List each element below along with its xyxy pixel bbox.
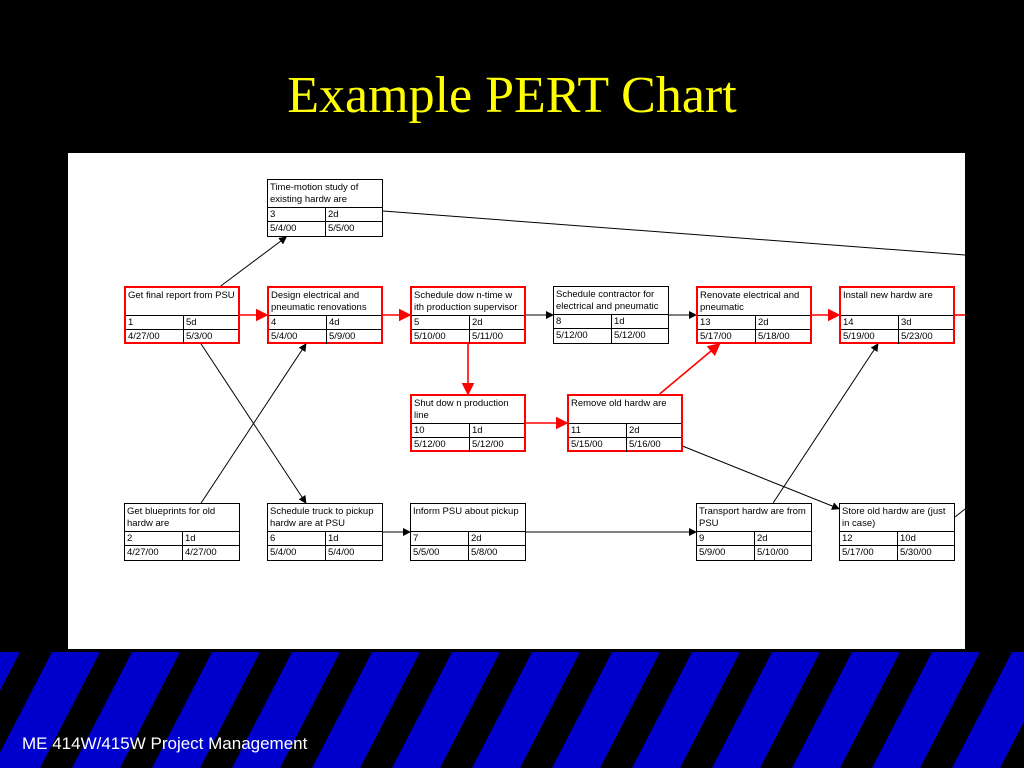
task-node-5[interactable]: Schedule dow n-time w ith production sup…: [410, 286, 526, 344]
task-node-2[interactable]: Get blueprints for old hardw are 2 1d 4/…: [124, 503, 240, 561]
task-start: 5/4/00: [269, 330, 327, 344]
task-id: 4: [269, 316, 327, 330]
footer-course-label: ME 414W/415W Project Management: [22, 734, 308, 753]
task-start: 5/4/00: [268, 546, 326, 560]
dependency-arrow-t9-t14: [772, 343, 879, 504]
task-start: 5/17/00: [840, 546, 898, 560]
task-finish: 5/8/00: [471, 547, 498, 558]
task-duration: 2d: [469, 532, 525, 546]
task-finish: 5/16/00: [629, 439, 661, 450]
task-duration: 2d: [326, 208, 382, 222]
task-name: Install new hardw are: [841, 288, 953, 316]
task-start: 5/19/00: [841, 330, 899, 344]
task-id: 2: [125, 532, 183, 546]
task-node-7[interactable]: Inform PSU about pickup 7 2d 5/5/00 5/8/…: [410, 503, 526, 561]
task-finish: 5/12/00: [614, 330, 646, 341]
dependency-arrow-t2-t4: [200, 343, 307, 504]
task-finish: 5/5/00: [328, 223, 355, 234]
task-start: 5/5/00: [411, 546, 469, 560]
task-duration: 2d: [756, 316, 810, 330]
task-start: 4/27/00: [125, 546, 183, 560]
task-duration: 3d: [899, 316, 953, 330]
task-duration: 4d: [327, 316, 381, 330]
task-name: Transport hardw are from PSU: [697, 504, 811, 532]
task-id: 12: [840, 532, 898, 546]
task-start: 5/9/00: [697, 546, 755, 560]
task-node-12[interactable]: Store old hardw are (just in case) 12 10…: [839, 503, 955, 561]
slide-title: Example PERT Chart: [287, 67, 737, 124]
task-name: Inform PSU about pickup: [411, 504, 525, 532]
task-name: Get blueprints for old hardw are: [125, 504, 239, 532]
task-id: 9: [697, 532, 755, 546]
task-duration: 2d: [470, 316, 524, 330]
task-duration: 1d: [326, 532, 382, 546]
task-id: 8: [554, 315, 612, 329]
task-node-11[interactable]: Remove old hardw are 11 2d 5/15/00 5/16/…: [567, 394, 683, 452]
task-name: Remove old hardw are: [569, 396, 681, 424]
task-duration: 1d: [612, 315, 668, 329]
task-start: 5/4/00: [268, 222, 326, 236]
task-start: 5/12/00: [554, 329, 612, 343]
task-node-9[interactable]: Transport hardw are from PSU 9 2d 5/9/00…: [696, 503, 812, 561]
task-name: Time-motion study of existing hardw are: [268, 180, 382, 208]
task-node-10[interactable]: Shut dow n production line 10 1d 5/12/00…: [410, 394, 526, 452]
task-name: Renovate electrical and pneumatic: [698, 288, 810, 316]
task-name: Schedule truck to pickup hardw are at PS…: [268, 504, 382, 532]
dependency-arrow-t1-t3: [220, 236, 288, 287]
task-finish: 5/23/00: [901, 331, 933, 342]
task-id: 7: [411, 532, 469, 546]
pert-chart-panel: Get final report from PSU 1 5d 4/27/00 5…: [68, 153, 965, 649]
task-name: Shut dow n production line: [412, 396, 524, 424]
task-finish: 5/9/00: [329, 331, 356, 342]
task-duration: 1d: [470, 424, 524, 438]
task-finish: 5/18/00: [758, 331, 790, 342]
task-id: 14: [841, 316, 899, 330]
task-duration: 10d: [898, 532, 954, 546]
task-finish: 4/27/00: [185, 547, 217, 558]
task-node-3[interactable]: Time-motion study of existing hardw are …: [267, 179, 383, 237]
task-duration: 2d: [755, 532, 811, 546]
task-id: 13: [698, 316, 756, 330]
task-node-4[interactable]: Design electrical and pneumatic renovati…: [267, 286, 383, 344]
task-node-6[interactable]: Schedule truck to pickup hardw are at PS…: [267, 503, 383, 561]
task-name: Schedule contractor for electrical and p…: [554, 287, 668, 315]
task-finish: 5/11/00: [472, 331, 503, 342]
task-start: 4/27/00: [126, 330, 184, 344]
task-duration: 2d: [627, 424, 681, 438]
task-finish: 5/10/00: [757, 547, 789, 558]
task-id: 3: [268, 208, 326, 222]
task-duration: 1d: [183, 532, 239, 546]
dependency-arrow-t11-t12: [682, 445, 840, 510]
task-start: 5/15/00: [569, 438, 627, 452]
task-finish: 5/3/00: [186, 331, 213, 342]
task-node-14[interactable]: Install new hardw are 14 3d 5/19/00 5/23…: [839, 286, 955, 344]
task-id: 11: [569, 424, 627, 438]
task-start: 5/17/00: [698, 330, 756, 344]
task-node-8[interactable]: Schedule contractor for electrical and p…: [553, 286, 669, 344]
task-start: 5/10/00: [412, 330, 470, 344]
task-name: Get final report from PSU: [126, 288, 238, 316]
connector-layer: [200, 210, 965, 536]
task-node-1[interactable]: Get final report from PSU 1 5d 4/27/00 5…: [124, 286, 240, 344]
task-id: 10: [412, 424, 470, 438]
task-start: 5/12/00: [412, 438, 470, 452]
footer-stripe-band: [0, 652, 1024, 768]
task-id: 5: [412, 316, 470, 330]
task-id: 1: [126, 316, 184, 330]
task-finish: 5/12/00: [472, 439, 504, 450]
dependency-arrow-t11-t13: [659, 342, 721, 395]
task-finish: 5/30/00: [900, 547, 932, 558]
diagonal-stripes: [0, 652, 1024, 768]
task-name: Schedule dow n-time w ith production sup…: [412, 288, 524, 316]
dependency-arrow-offscreen-t12: [954, 508, 965, 518]
task-node-13[interactable]: Renovate electrical and pneumatic 13 2d …: [696, 286, 812, 344]
task-name: Design electrical and pneumatic renovati…: [269, 288, 381, 316]
task-finish: 5/4/00: [328, 547, 355, 558]
dependency-arrow-offscreen-t3: [382, 210, 965, 256]
task-id: 6: [268, 532, 326, 546]
task-duration: 5d: [184, 316, 238, 330]
task-name: Store old hardw are (just in case): [840, 504, 954, 532]
